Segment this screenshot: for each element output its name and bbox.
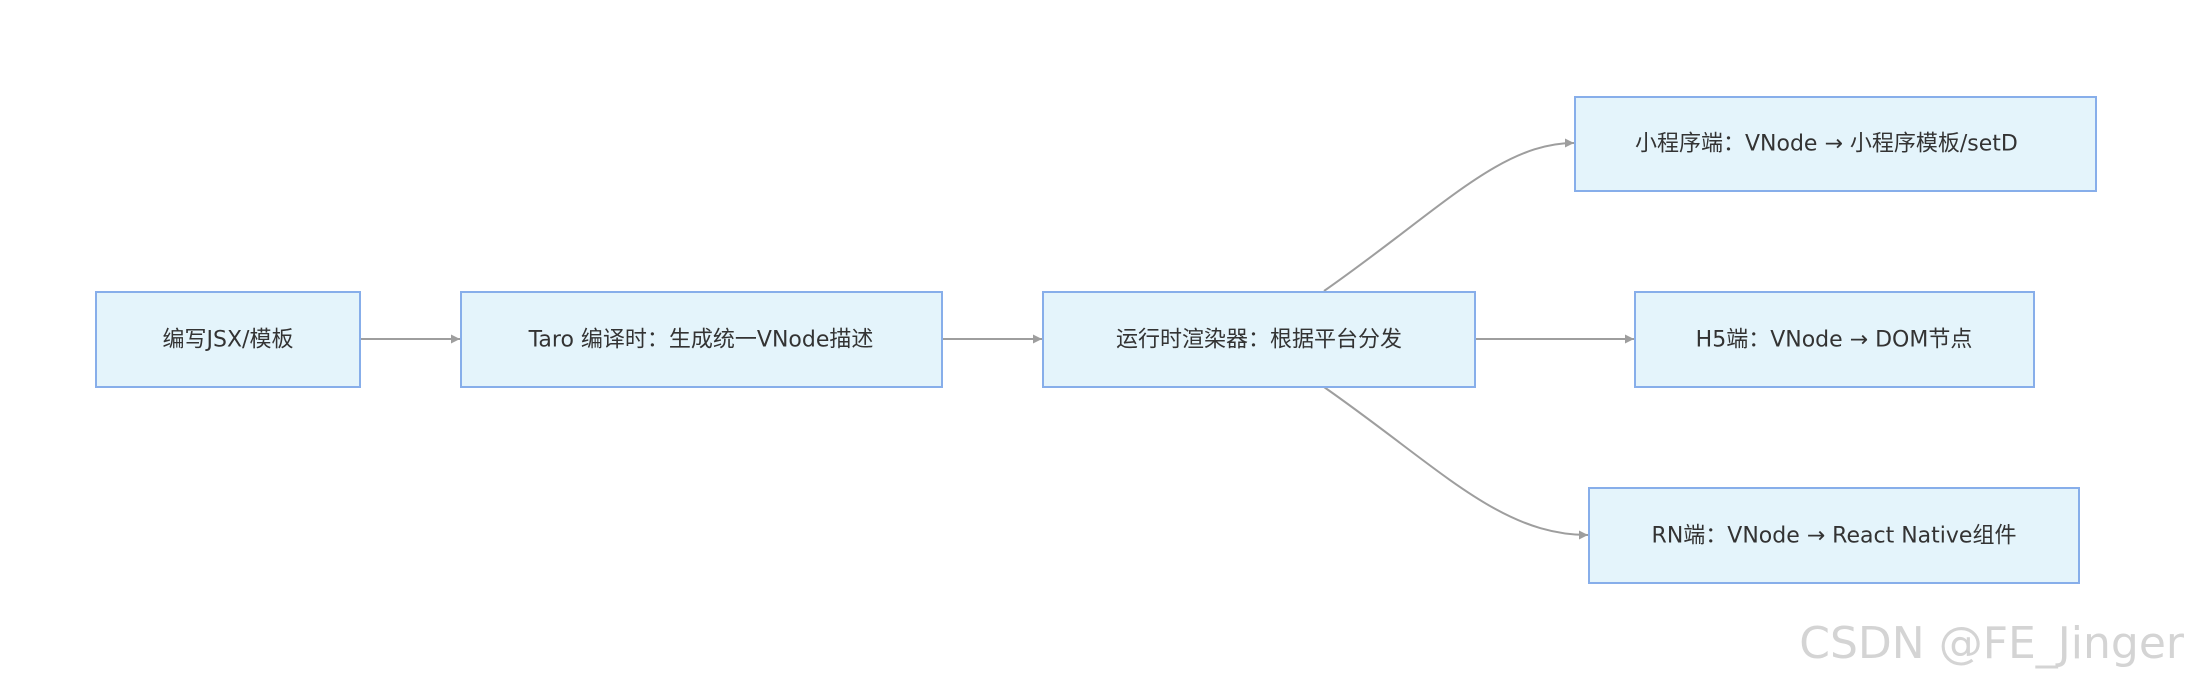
node-rn-label: RN端：VNode → React Native组件 — [1652, 524, 2017, 549]
node-write-jsx-label: 编写JSX/模板 — [163, 328, 294, 353]
node-runtime-renderer: 运行时渲染器：根据平台分发 — [1042, 291, 1476, 388]
watermark: CSDN @FE_Jinger — [1799, 618, 2185, 669]
node-h5: H5端：VNode → DOM节点 — [1634, 291, 2035, 388]
node-taro-compile-label: Taro 编译时：生成统一VNode描述 — [528, 328, 874, 353]
node-rn: RN端：VNode → React Native组件 — [1588, 487, 2080, 584]
node-miniprogram-label: 小程序端：VNode → 小程序模板/setD — [1635, 132, 2018, 157]
edge-runtime-to-rn — [1323, 386, 1589, 540]
node-h5-label: H5端：VNode → DOM节点 — [1696, 328, 1973, 353]
node-taro-compile: Taro 编译时：生成统一VNode描述 — [460, 291, 943, 388]
node-miniprogram: 小程序端：VNode → 小程序模板/setD — [1574, 96, 2097, 192]
edge-runtime-to-miniprogram — [1323, 138, 1575, 292]
node-write-jsx: 编写JSX/模板 — [95, 291, 361, 388]
node-runtime-renderer-label: 运行时渲染器：根据平台分发 — [1116, 328, 1402, 353]
